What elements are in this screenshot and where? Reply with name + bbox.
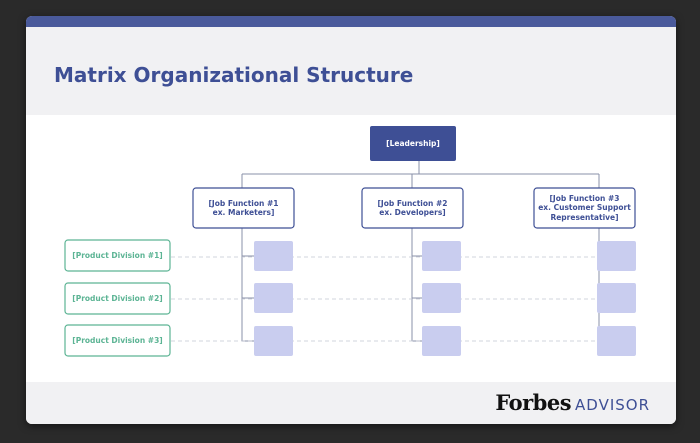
matrix-cell-r1-c2	[422, 241, 461, 271]
matrix-cell-r3-c2	[422, 326, 461, 356]
job-function-box-2	[361, 187, 464, 229]
leadership-box	[370, 126, 456, 161]
job-function-box-1	[192, 187, 295, 229]
logo-product: ADVISOR	[575, 396, 650, 414]
job-function-box-3	[533, 187, 636, 229]
matrix-cell-r3-c3	[597, 326, 636, 356]
product-division-box-1	[64, 239, 171, 272]
header-band: Matrix Organizational Structure	[26, 27, 676, 115]
matrix-cell-r2-c3	[597, 283, 636, 313]
logo-brand: Forbes	[495, 390, 572, 415]
row-guides	[171, 256, 596, 342]
product-division-box-2	[64, 282, 171, 315]
page-title: Matrix Organizational Structure	[54, 63, 414, 87]
matrix-cell-r1-c1	[254, 241, 293, 271]
matrix-diagram	[64, 126, 636, 357]
matrix-cell-r3-c1	[254, 326, 293, 356]
product-division-box-3	[64, 324, 171, 357]
accent-bar	[26, 16, 676, 27]
matrix-cell-r1-c3	[597, 241, 636, 271]
matrix-cell-r2-c1	[254, 283, 293, 313]
matrix-cells	[254, 241, 636, 356]
slide-card: Matrix Organizational Structure	[26, 16, 676, 424]
matrix-cell-r2-c2	[422, 283, 461, 313]
